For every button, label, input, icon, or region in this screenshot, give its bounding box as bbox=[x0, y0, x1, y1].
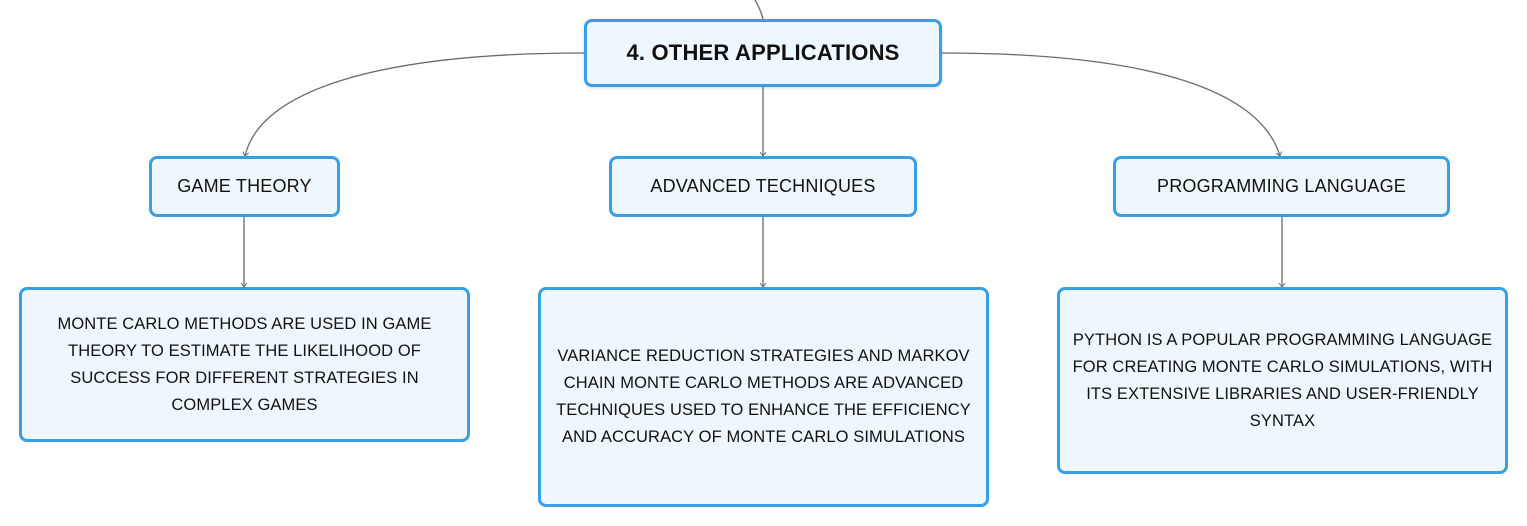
detail-node-game-theory[interactable]: MONTE CARLO METHODS ARE USED IN GAME THE… bbox=[19, 287, 470, 442]
connector-root-game-theory bbox=[245, 52, 585, 156]
connector-root-programming-language bbox=[941, 52, 1280, 156]
detail-node-programming-language[interactable]: PYTHON IS A POPULAR PROGRAMMING LANGUAGE… bbox=[1057, 287, 1508, 474]
topic-node-programming-language[interactable]: PROGRAMMING LANGUAGE bbox=[1113, 156, 1450, 217]
topic-node-game-theory[interactable]: GAME THEORY bbox=[149, 156, 340, 217]
root-node-label: 4. OTHER APPLICATIONS bbox=[626, 40, 900, 65]
topic-label: GAME THEORY bbox=[177, 176, 312, 196]
topic-label: PROGRAMMING LANGUAGE bbox=[1156, 176, 1407, 196]
detail-text: VARIANCE REDUCTION STRATEGIES AND MARKOV… bbox=[556, 347, 971, 446]
topic-node-advanced-techniques[interactable]: ADVANCED TECHNIQUES bbox=[609, 156, 917, 217]
detail-text: PYTHON IS A POPULAR PROGRAMMING LANGUAGE… bbox=[1072, 330, 1493, 430]
detail-text: MONTE CARLO METHODS ARE USED IN GAME THE… bbox=[57, 314, 432, 414]
topic-label: ADVANCED TECHNIQUES bbox=[650, 176, 876, 196]
detail-node-advanced-techniques[interactable]: VARIANCE REDUCTION STRATEGIES AND MARKOV… bbox=[538, 287, 989, 507]
root-node[interactable]: 4. OTHER APPLICATIONS bbox=[584, 19, 942, 87]
incoming-connector bbox=[754, 0, 764, 20]
